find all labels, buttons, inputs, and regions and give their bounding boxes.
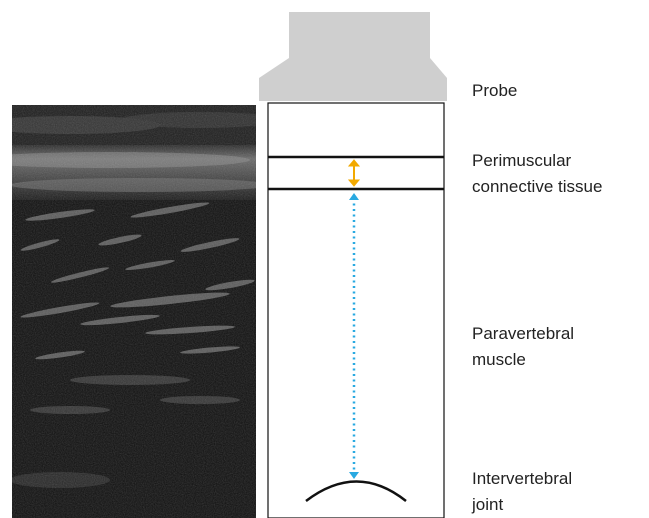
paravertebral-label-line1: Paravertebral <box>472 323 574 344</box>
paravertebral-label-line2: muscle <box>472 349 526 370</box>
intervertebral-label-line1: Intervertebral <box>472 468 572 489</box>
probe-shape <box>259 12 447 101</box>
ultrasound-panel <box>0 105 280 518</box>
probe-label: Probe <box>472 80 517 101</box>
perimuscular-label-line2: connective tissue <box>472 176 602 197</box>
intervertebral-label-line2: joint <box>472 494 503 515</box>
perimuscular-label-line1: Perimuscular <box>472 150 571 171</box>
